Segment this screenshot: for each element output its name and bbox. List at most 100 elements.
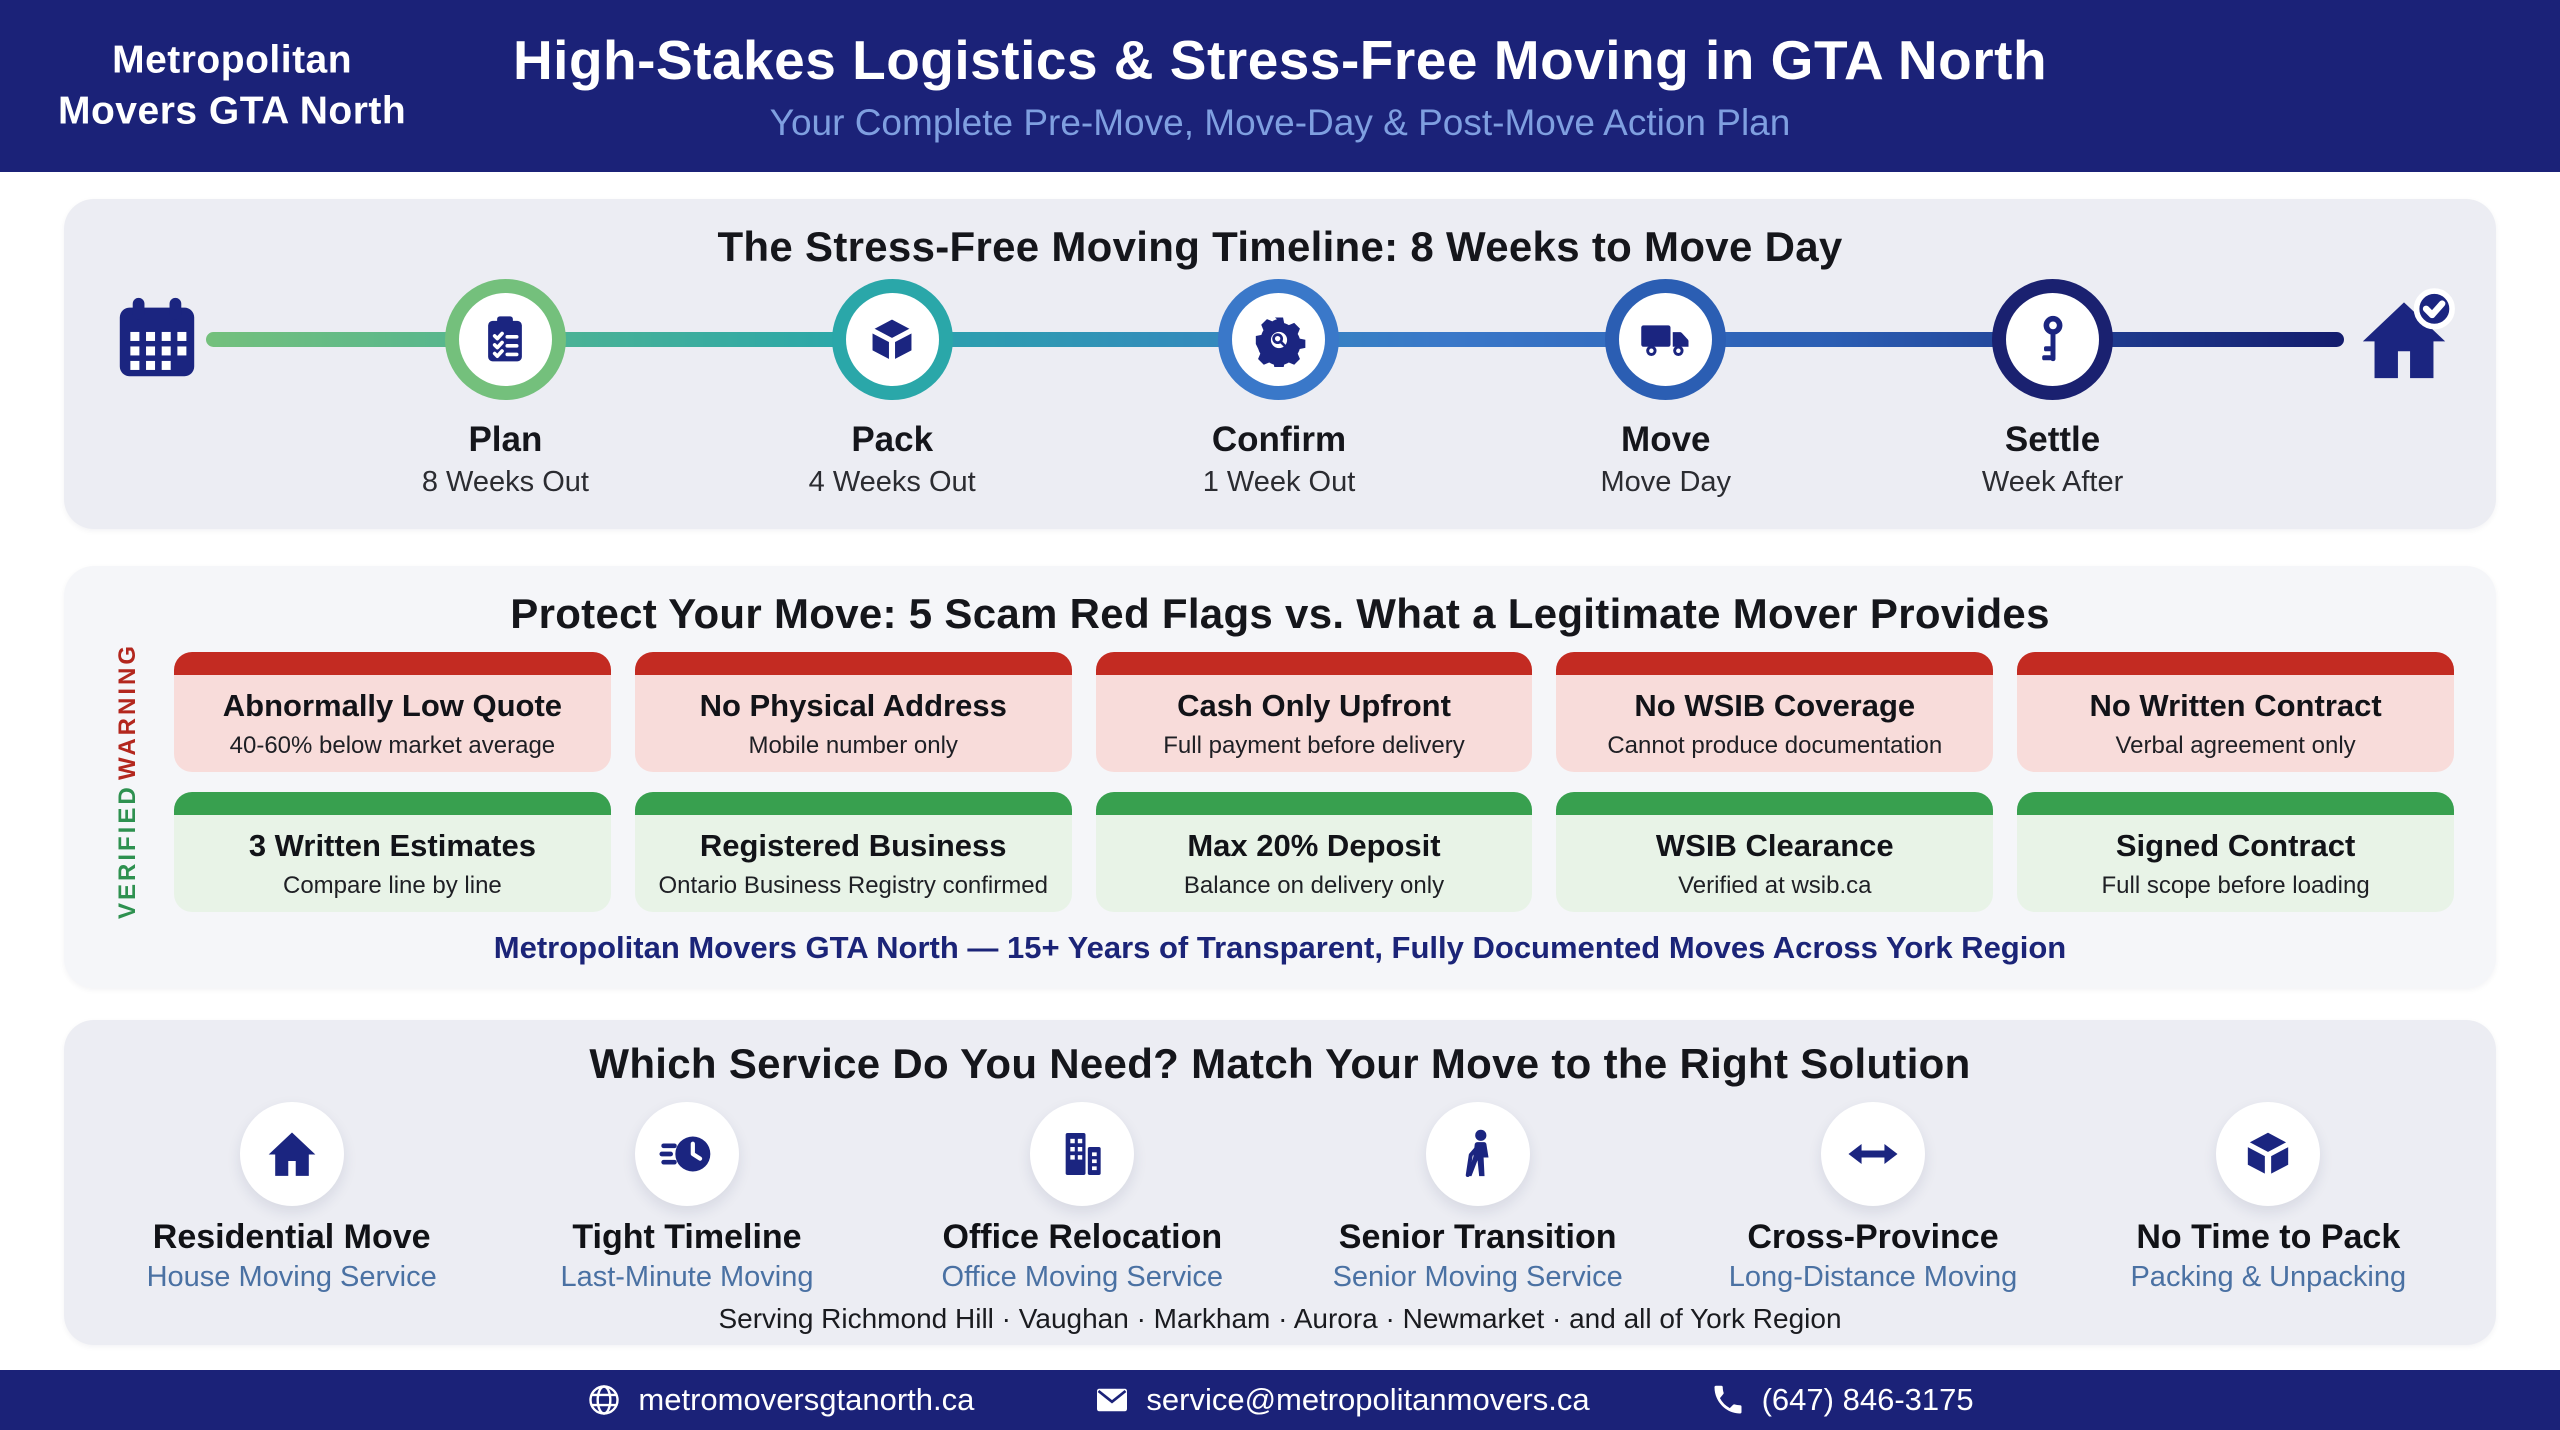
verified-row-label: VERIFIED <box>114 784 141 920</box>
mail-icon <box>1094 1382 1130 1418</box>
timeline-node <box>1232 293 1326 387</box>
brand-logo: Metropolitan Movers GTA North <box>58 35 406 136</box>
service-icon-circle <box>1820 1102 1925 1207</box>
card-subtitle: Verified at wsib.ca <box>1678 871 1872 899</box>
brand-logo-line1: Metropolitan <box>112 38 353 82</box>
card-accent-strip <box>1556 792 1994 816</box>
timeline-section: The Stress-Free Moving Timeline: 8 Weeks… <box>64 199 2496 529</box>
footer-contact-mail: service@metropolitanmovers.ca <box>1094 1381 1590 1418</box>
timeline-stage-name: Plan <box>468 420 543 460</box>
card-body: Abnormally Low Quote 40-60% below market … <box>174 675 611 773</box>
timeline-node <box>458 293 552 387</box>
timeline-stage-sublabel: 8 Weeks Out <box>421 465 589 498</box>
card-title: Max 20% Deposit <box>1187 828 1441 864</box>
timeline-stage-sublabel: 1 Week Out <box>1202 465 1356 498</box>
service-icon-circle <box>634 1102 739 1207</box>
service-subtitle: Senior Moving Service <box>1332 1261 1623 1294</box>
timeline-stage-name: Move <box>1621 420 1711 460</box>
card-title: No Physical Address <box>699 688 1007 724</box>
senior-person-icon <box>1450 1126 1506 1182</box>
card-title: Cash Only Upfront <box>1177 688 1451 724</box>
card-accent-strip <box>1556 652 1994 676</box>
card-subtitle: Cannot produce documentation <box>1607 731 1943 759</box>
packed-box-icon <box>2240 1126 2296 1182</box>
key-icon <box>2026 313 2080 367</box>
timeline-title: The Stress-Free Moving Timeline: 8 Weeks… <box>717 223 1843 270</box>
card-title: No WSIB Coverage <box>1634 688 1916 724</box>
warning-row-label: WARNING <box>114 643 141 781</box>
scam-section-title: Protect Your Move: 5 Scam Red Flags vs. … <box>510 590 2050 637</box>
header-banner: Metropolitan Movers GTA North High-Stake… <box>0 0 2560 172</box>
service-subtitle: Office Moving Service <box>941 1261 1224 1294</box>
timeline-node-ring <box>1992 279 2114 401</box>
service-subtitle: Last-Minute Moving <box>560 1261 814 1294</box>
card-subtitle: Ontario Business Registry confirmed <box>658 871 1048 899</box>
house-icon <box>264 1126 320 1182</box>
timeline-stage-sublabel: 4 Weeks Out <box>808 465 976 498</box>
card-accent-strip <box>1095 652 1533 676</box>
service-title: Residential Move <box>152 1218 431 1257</box>
gear-search-icon <box>1252 313 1306 367</box>
card-accent-strip <box>174 792 611 816</box>
card-accent-strip <box>634 792 1072 816</box>
footer-contact-text: metromoversgtanorth.ca <box>638 1381 975 1417</box>
timeline-node-ring <box>831 279 953 401</box>
card-subtitle: Full payment before delivery <box>1163 731 1465 759</box>
card-accent-strip <box>634 652 1072 676</box>
clock-rush-icon <box>659 1126 715 1182</box>
page-subtitle: Your Complete Pre-Move, Move-Day & Post-… <box>769 102 1791 143</box>
card-title: Abnormally Low Quote <box>222 688 563 724</box>
brand-logo-line2: Movers GTA North <box>58 89 407 132</box>
timeline-stage-pack: Pack 4 Weeks Out <box>699 279 1086 499</box>
timeline-node-ring <box>1605 279 1727 401</box>
clipboard-checklist-icon <box>478 313 532 367</box>
service-icon-circle <box>239 1102 344 1207</box>
card-title: WSIB Clearance <box>1655 828 1894 864</box>
phone-icon <box>1710 1382 1746 1418</box>
card-accent-strip <box>174 652 611 676</box>
service-title: Senior Transition <box>1338 1218 1617 1257</box>
timeline-stage-plan: Plan 8 Weeks Out <box>312 279 699 499</box>
timeline-stage-sublabel: Week After <box>1981 465 2124 498</box>
card-accent-strip <box>2017 792 2454 816</box>
card-title: No Written Contract <box>2089 688 2382 724</box>
card-subtitle: Compare line by line <box>283 871 502 899</box>
service-icon-circle <box>1030 1102 1135 1207</box>
service-icon-circle <box>2216 1102 2321 1207</box>
card-subtitle: Balance on delivery only <box>1183 871 1445 899</box>
timeline-stage-name: Pack <box>851 420 934 460</box>
footer-contact-text: service@metropolitanmovers.ca <box>1146 1381 1590 1417</box>
scam-red-flags-section: Protect Your Move: 5 Scam Red Flags vs. … <box>64 566 2496 988</box>
card-subtitle: Verbal agreement only <box>2115 731 2356 759</box>
card-subtitle: 40-60% below market average <box>229 731 556 759</box>
footer-contact-text: (647) 846-3175 <box>1761 1381 1974 1417</box>
page-title: High-Stakes Logistics & Stress-Free Movi… <box>512 29 2048 91</box>
card-accent-strip <box>1095 792 1533 816</box>
timeline-node-ring <box>1218 279 1340 401</box>
timeline-node <box>2006 293 2100 387</box>
service-title: Office Relocation <box>942 1218 1223 1257</box>
house-check-icon <box>2352 285 2456 389</box>
